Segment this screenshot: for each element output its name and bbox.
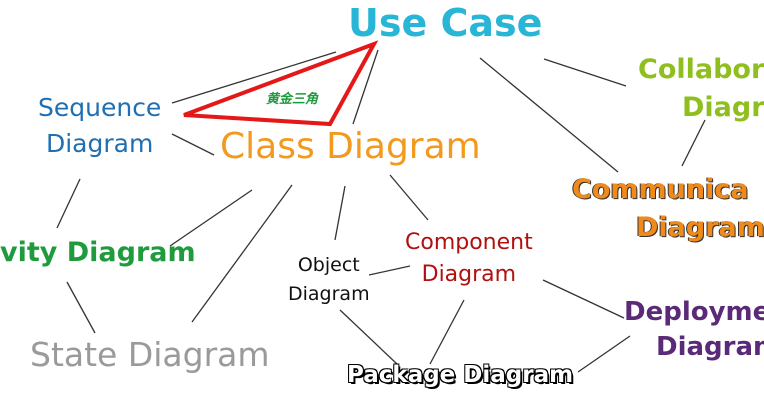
edge-activity-state — [66, 281, 96, 334]
component-diagram-node: Component Diagram — [405, 227, 533, 291]
activity-diagram-node: vity Diagram — [0, 237, 196, 268]
communication-line1: Communica — [572, 174, 749, 205]
object-line2: Diagram — [288, 282, 370, 305]
deployment-line2: Diagram — [656, 332, 764, 363]
edge-usecase-sequence — [171, 51, 337, 104]
object-line1: Object — [297, 254, 360, 276]
edge-class-component — [389, 174, 429, 221]
edge-object-package — [339, 309, 398, 365]
collaboration-line2: Diagr — [682, 91, 764, 123]
state-diagram-node: State Diagram — [30, 335, 270, 374]
sequence-line1: Sequence — [38, 93, 162, 122]
component-line2: Diagram — [421, 261, 517, 287]
golden-triangle — [183, 40, 379, 127]
edge-object-component — [368, 265, 411, 276]
edge-usecase-class — [352, 49, 379, 125]
edge-class-activity — [169, 189, 253, 247]
communication-diagram-node: Communica Diagram — [572, 171, 764, 247]
sequence-diagram-node: Sequence Diagram — [38, 90, 161, 163]
collaboration-line1: Collabor — [638, 54, 764, 85]
use-case-node: Use Case — [348, 1, 543, 45]
edge-usecase-collaboration — [543, 58, 627, 87]
golden-triangle-label: 黄金三角 — [266, 92, 319, 107]
collaboration-diagram-node: Collabor Diagr — [638, 51, 764, 127]
edge-component-package — [429, 299, 465, 365]
sequence-line2: Diagram — [45, 129, 154, 159]
class-diagram-node: Class Diagram — [220, 126, 481, 167]
edge-collaboration-communication — [681, 119, 706, 167]
edge-usecase-communication — [479, 57, 619, 173]
edge-sequence-activity — [56, 178, 81, 229]
edge-class-object — [334, 185, 346, 241]
deployment-diagram-node: Deployme Diagram — [624, 295, 764, 365]
package-diagram-node: Package Diagram — [347, 362, 574, 388]
object-diagram-node: Object Diagram — [288, 251, 370, 308]
edge-package-deployment — [577, 335, 631, 373]
communication-line2: Diagram — [636, 211, 764, 243]
deployment-line1: Deployme — [624, 297, 764, 327]
edge-sequence-class — [171, 133, 215, 156]
edge-component-deployment — [542, 279, 625, 319]
component-line1: Component — [405, 230, 533, 255]
edge-class-state — [191, 184, 293, 323]
